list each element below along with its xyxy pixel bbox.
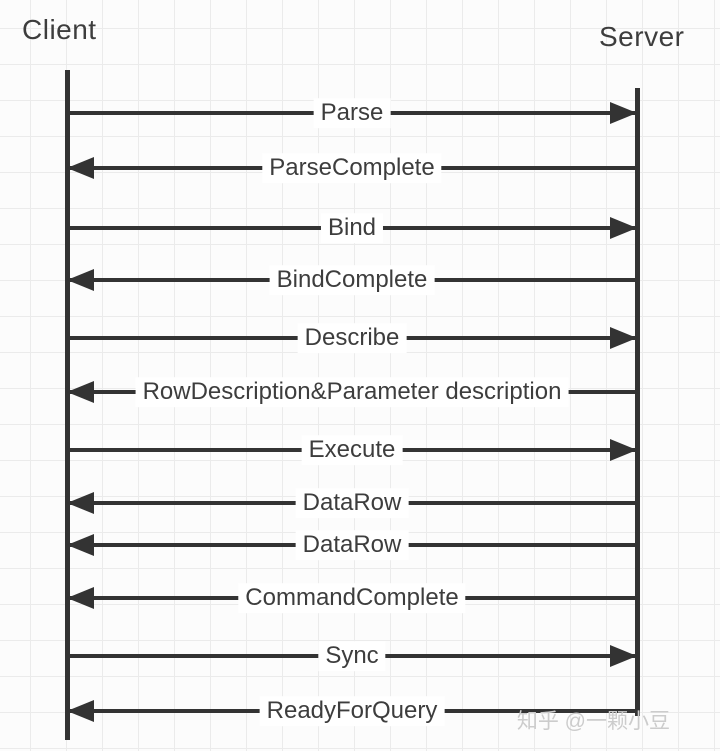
arrowhead-left-icon [67,534,94,556]
message-label: ParseComplete [262,153,442,183]
arrowhead-right-icon [610,217,637,239]
message-label: DataRow [295,488,409,518]
watermark: 知乎 @一颗小豆 [516,710,670,733]
message-label: BindComplete [269,265,435,295]
arrowhead-right-icon [610,645,637,667]
message-label: ReadyForQuery [259,696,445,726]
arrowhead-left-icon [67,157,94,179]
arrowhead-right-icon [610,327,637,349]
arrowhead-right-icon [610,102,637,124]
arrowhead-left-icon [67,492,94,514]
message-label: Parse [313,98,391,128]
message-label: Sync [318,641,386,671]
actor-label-client: Client [22,14,97,45]
actor-label-server: Server [599,21,685,52]
server-lifeline [635,88,640,716]
message-label: Bind [320,213,384,243]
message-label: CommandComplete [238,583,466,613]
client-lifeline [65,70,70,740]
message-label: Describe [297,323,407,353]
arrowhead-left-icon [67,269,94,291]
arrowhead-left-icon [67,700,94,722]
arrowhead-left-icon [67,381,94,403]
arrowhead-right-icon [610,439,637,461]
message-label: RowDescription&Parameter description [135,377,569,407]
message-label: DataRow [295,530,409,560]
arrowhead-left-icon [67,587,94,609]
message-label: Execute [301,435,403,465]
